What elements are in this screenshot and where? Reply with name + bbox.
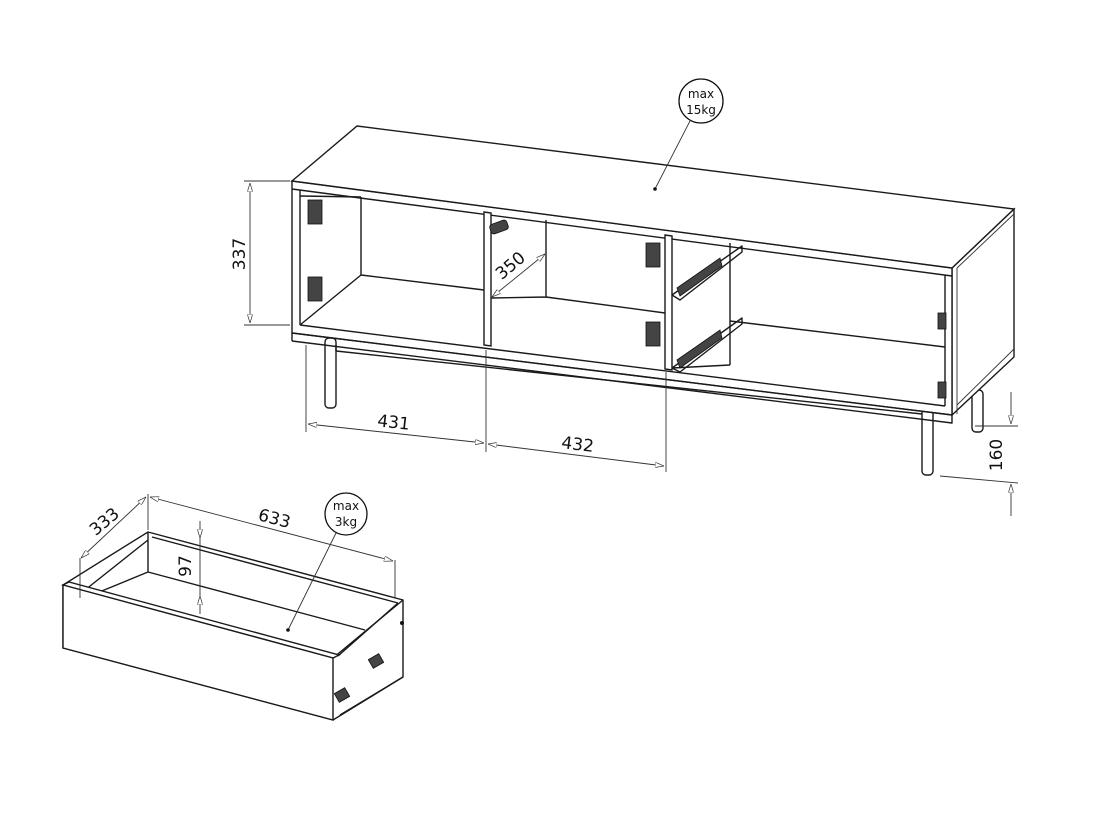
drawer: max 3kg 333 633 97 [61,492,404,721]
dim-left-width: 431 [376,411,410,434]
tv-cabinet: max 15kg 337 431 432 350 160 [230,78,1019,516]
leg-front-right [921,404,934,476]
load-label-max: max [333,499,359,513]
divider-right [664,234,673,371]
hinge-icon [307,199,323,225]
load-label-max: max [688,87,714,101]
dim-leg-height: 160 [987,439,1007,471]
dim-drawer-width: 633 [256,505,292,533]
dim-height: 337 [230,238,250,270]
drawer-front [62,584,334,721]
dim-drawer-depth: 333 [86,504,124,540]
runner-icon [333,687,351,703]
hinge-icons [307,199,947,399]
cabinet-legs [324,337,984,476]
runner-icon [367,653,385,669]
hinge-icon [937,312,947,330]
hinge-icon [937,381,947,399]
cabinet-load-badge: max 15kg [653,78,724,191]
dim-middle-width: 432 [560,433,595,457]
shelf-pin-icon [489,219,509,235]
hinge-icon [645,242,661,268]
drawer-runner-icons [671,245,743,373]
cabinet-top [290,125,1016,269]
load-label-weight: 15kg [686,103,716,117]
leg-front-left [324,337,337,409]
hinge-icon [307,276,323,302]
divider-left [483,211,492,347]
dim-drawer-height: 97 [176,555,196,577]
hinge-icon [645,321,661,347]
load-label-weight: 3kg [335,515,357,529]
